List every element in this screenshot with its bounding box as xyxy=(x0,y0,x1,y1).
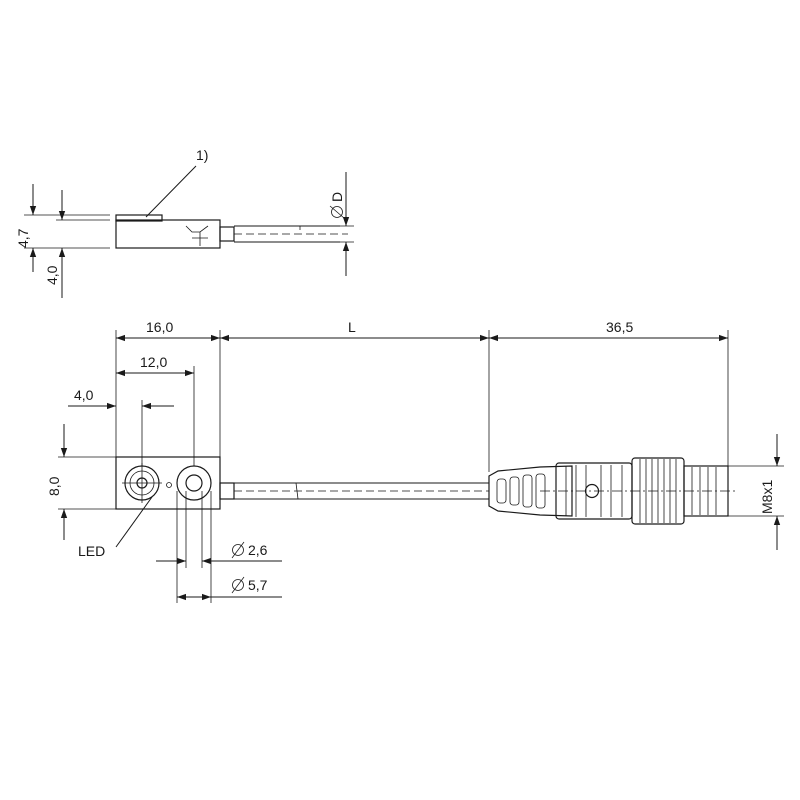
dim-5-7-diameter-slash xyxy=(231,576,245,594)
dim-36-5-label: 36,5 xyxy=(606,319,633,335)
dim-2-6-text: 2,6 xyxy=(231,541,268,559)
diameter-d-symbol xyxy=(331,206,343,218)
dim-4-0-top-label: 4,0 xyxy=(74,387,94,403)
side-view-cap xyxy=(115,214,163,222)
dim-5-7-label: 5,7 xyxy=(248,577,268,593)
led-small-dot xyxy=(166,482,172,488)
strain-relief xyxy=(488,465,573,517)
mounting-hole xyxy=(176,465,212,501)
dim-4-7-label: 4,7 xyxy=(15,228,31,248)
side-view-body xyxy=(115,219,221,249)
side-view-hidden-detail xyxy=(185,225,209,246)
dim-2-6-diameter-slash xyxy=(231,541,245,559)
led-element xyxy=(122,463,172,503)
mounting-hole-counterbore xyxy=(176,465,212,501)
dim-8-0-label: 8,0 xyxy=(46,476,62,496)
note-1-label: 1) xyxy=(196,147,208,163)
dim-5-7-diameter-symbol xyxy=(232,579,244,591)
dim-L-label: L xyxy=(348,319,356,335)
m8-connector xyxy=(488,457,738,525)
strain-relief-rib-2 xyxy=(509,476,520,506)
note-1-leader xyxy=(145,165,197,218)
mounting-hole-bore xyxy=(185,474,203,492)
m8-thread-label: M8x1 xyxy=(759,480,775,514)
diameter-d-symbol-slash xyxy=(329,205,345,219)
led-label: LED xyxy=(78,543,105,559)
side-view-cable-stub xyxy=(219,226,235,242)
diameter-d-label: D xyxy=(329,192,345,202)
front-cable-stub xyxy=(219,482,235,500)
dim-2-6-diameter-symbol xyxy=(232,544,244,556)
dim-4-0-side-label: 4,0 xyxy=(44,265,60,285)
dim-5-7-text: 5,7 xyxy=(231,576,268,594)
dim-16-0-label: 16,0 xyxy=(146,319,173,335)
front-cable-break xyxy=(295,482,299,500)
dim-2-6-label: 2,6 xyxy=(248,542,268,558)
strain-relief-rib-1 xyxy=(496,478,507,504)
diameter-d-text: D xyxy=(329,192,345,219)
strain-relief-rib-3 xyxy=(522,474,533,508)
side-view: 1) D 4,7 4,0 xyxy=(15,147,354,298)
front-view: 16,0 L 36,5 12,0 4,0 8,0 LED xyxy=(46,319,784,603)
dim-12-0-label: 12,0 xyxy=(140,354,167,370)
led-leader xyxy=(115,496,153,548)
